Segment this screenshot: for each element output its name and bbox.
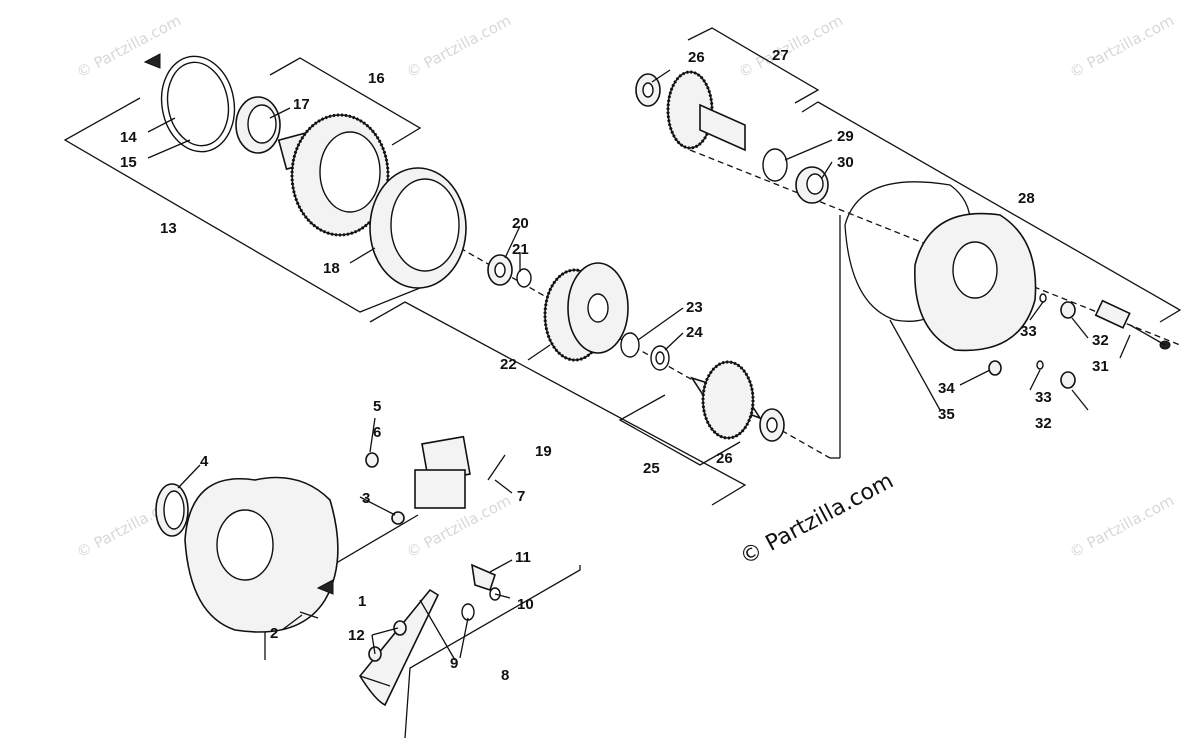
pin-2 [299,611,319,619]
callout-2: 2 [270,625,278,642]
callout-18: 18 [323,260,340,277]
callout-4: 4 [200,453,209,470]
callout-12: 12 [348,627,365,644]
leader-lines [147,69,1131,659]
callout-10: 10 [517,596,534,613]
callout-26-top: 26 [688,49,705,66]
callout-24: 24 [686,324,703,341]
callout-14: 14 [120,129,137,146]
callout-29: 29 [837,128,854,145]
washers-23-24 [620,332,670,371]
callout-28: 28 [1018,190,1035,207]
callout-16: 16 [368,70,385,87]
watermark: © Partzilla.com [1066,11,1177,81]
callout-23: 23 [686,299,703,316]
actuator-6 [365,435,506,525]
watermark: © Partzilla.com [73,11,184,81]
bearing-29-30 [762,148,829,204]
sensor-31 [1094,299,1171,350]
callout-13: 13 [160,220,177,237]
carrier-18 [369,167,467,289]
callout-33-upper: 33 [1020,323,1037,340]
callout-labels: 1 2 3 4 5 6 7 8 9 10 11 12 13 14 15 16 1… [120,47,1109,684]
callout-15: 15 [120,154,137,171]
snap-rings [143,53,236,153]
callout-35: 35 [938,406,955,423]
cover-28 [914,212,1037,352]
callout-32-lower: 32 [1035,415,1052,432]
callout-32-upper: 32 [1092,332,1109,349]
callout-21: 21 [512,241,529,258]
callout-9: 9 [450,655,458,672]
callout-22: 22 [500,356,517,373]
callout-34: 34 [938,380,955,397]
clutch-drum-16 [277,113,390,237]
clutch-pack-22 [543,262,629,362]
watermark: © Partzilla.com [403,11,514,81]
callout-19: 19 [535,443,552,460]
callout-27: 27 [772,47,789,64]
callout-8: 8 [501,667,509,684]
callout-6: 6 [373,424,381,441]
callout-5: 5 [373,398,381,415]
callout-25: 25 [643,460,660,477]
watermark: © Partzilla.com [1066,491,1177,561]
callout-30: 30 [837,154,854,171]
copyright-text: © Partzilla.com [736,469,898,571]
output-gear-25 [690,360,785,442]
callout-31: 31 [1092,358,1109,375]
seal-4 [155,483,189,537]
assembly-brackets [63,27,1182,739]
callout-17: 17 [293,96,310,113]
input-gear-27 [635,70,746,152]
housing-1 [184,476,339,633]
callout-20: 20 [512,215,529,232]
shift-mechanism-8 [359,563,501,707]
bearing-20 [487,254,532,288]
callout-7: 7 [517,488,525,505]
callout-33-lower: 33 [1035,389,1052,406]
watermark: © Partzilla.com [735,11,846,81]
bearing-17 [235,96,281,154]
callout-1: 1 [358,593,366,610]
callout-26-bottom: 26 [716,450,733,467]
callout-3: 3 [362,490,370,507]
callout-11: 11 [515,549,531,566]
